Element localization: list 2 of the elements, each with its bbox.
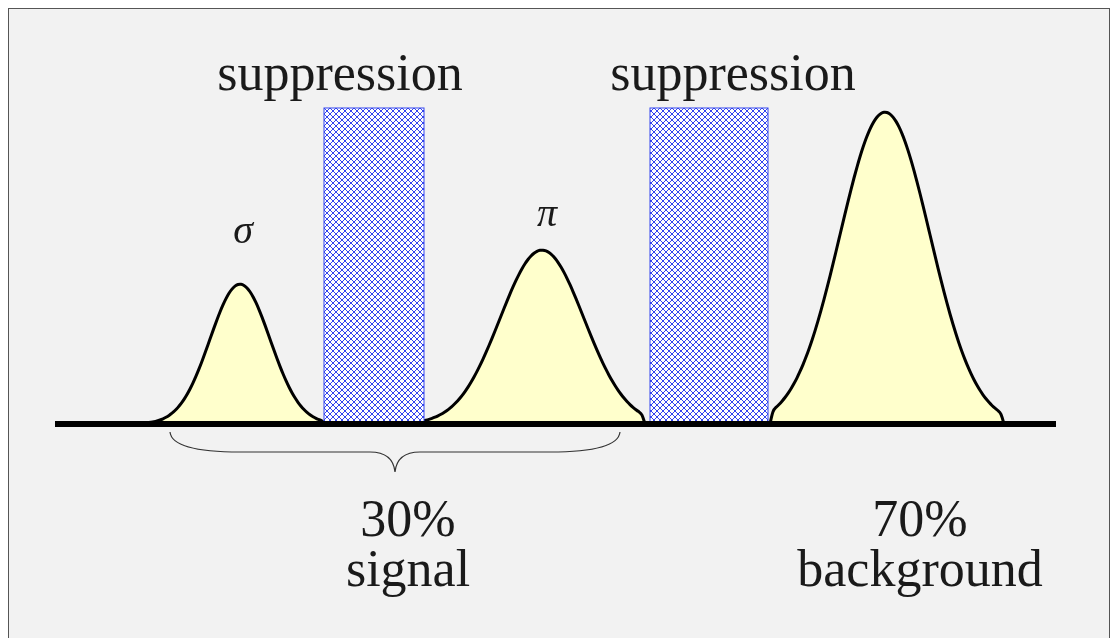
peak-symbol: π <box>536 189 557 237</box>
peak-symbol: σ <box>233 206 253 254</box>
